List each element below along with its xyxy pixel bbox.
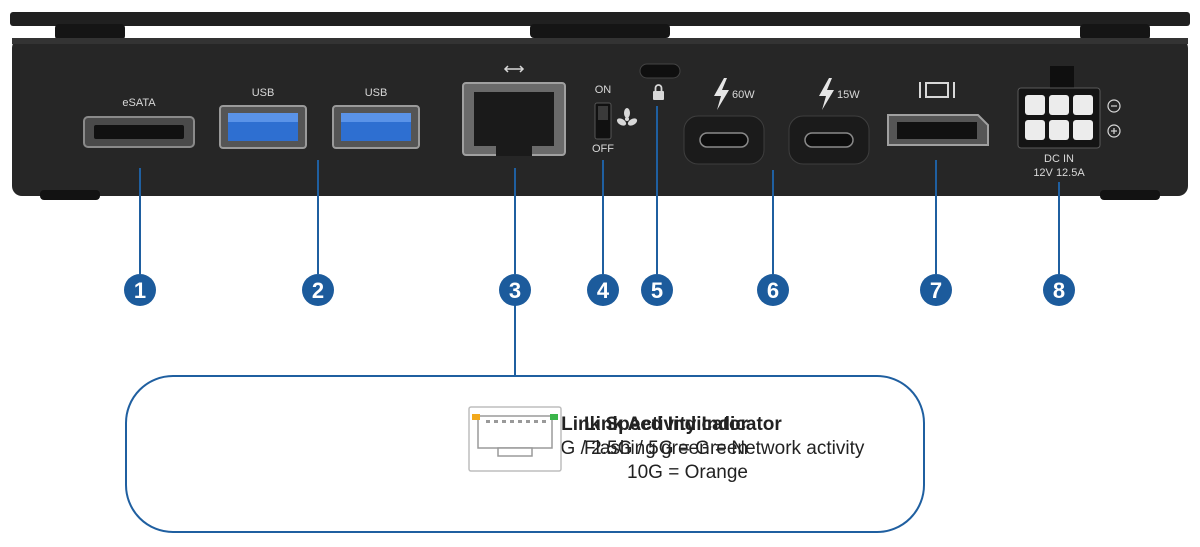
usb-port-2 — [332, 105, 420, 149]
dc-rating-label: 12V 12.5A — [1033, 167, 1085, 179]
svg-text:8: 8 — [1053, 278, 1065, 303]
svg-text:1: 1 — [134, 278, 146, 303]
marker-2: 2 — [302, 274, 334, 306]
led-green — [550, 414, 558, 420]
dc-in-connector — [1017, 66, 1101, 149]
svg-text:3: 3 — [509, 278, 521, 303]
svg-text:2: 2 — [312, 278, 324, 303]
thunderbolt-icon-1 — [714, 78, 729, 110]
link-activity-text: Link Activity Indicator Flashing green =… — [584, 413, 864, 461]
marker-4: 4 — [587, 274, 619, 306]
displayport-port — [887, 114, 989, 146]
svg-text:5: 5 — [651, 278, 663, 303]
marker-7: 7 — [920, 274, 952, 306]
link-speed-title: Link Speed Indicator — [561, 414, 748, 435]
fan-switch — [594, 102, 612, 140]
thunderbolt-port-2 — [788, 115, 870, 165]
thunderbolt-port-1 — [683, 115, 765, 165]
marker-8: 8 — [1043, 274, 1075, 306]
link-speed-line-2: 10G = Orange — [627, 462, 748, 483]
device-top-plate — [10, 12, 1190, 40]
marker-5: 5 — [641, 274, 673, 306]
tb-watt-label-1: 60W — [732, 89, 755, 101]
esata-label: eSATA — [122, 97, 156, 109]
usb-label-1: USB — [252, 87, 275, 99]
switch-off-label: OFF — [592, 143, 614, 155]
display-icon — [919, 82, 955, 98]
thunderbolt-icon-2 — [819, 78, 834, 110]
dc-in-label: DC IN — [1044, 153, 1074, 165]
fan-icon — [616, 108, 638, 126]
polarity-minus-icon — [1107, 99, 1121, 113]
marker-6: 6 — [757, 274, 789, 306]
polarity-plus-icon — [1107, 124, 1121, 138]
svg-text:6: 6 — [767, 278, 779, 303]
usb-label-2: USB — [365, 87, 388, 99]
tb-watt-label-2: 15W — [837, 89, 860, 101]
ethernet-jack-icon — [468, 406, 562, 472]
svg-text:7: 7 — [930, 278, 942, 303]
network-icon — [503, 65, 525, 73]
link-activity-title: Link Activity Indicator — [584, 414, 782, 435]
marker-3: 3 — [499, 274, 531, 306]
marker-1: 1 — [124, 274, 156, 306]
esata-port — [83, 116, 195, 148]
leader-lines — [139, 106, 1060, 376]
ethernet-port — [462, 82, 566, 156]
ethernet-indicator-callout — [125, 375, 925, 533]
led-orange — [472, 414, 480, 420]
usb-port-1 — [219, 105, 307, 149]
security-slot — [639, 63, 681, 79]
lock-icon — [653, 84, 664, 100]
link-activity-line-1: Flashing green = Network activity — [584, 438, 865, 459]
svg-text:4: 4 — [597, 278, 610, 303]
switch-on-label: ON — [595, 84, 612, 96]
